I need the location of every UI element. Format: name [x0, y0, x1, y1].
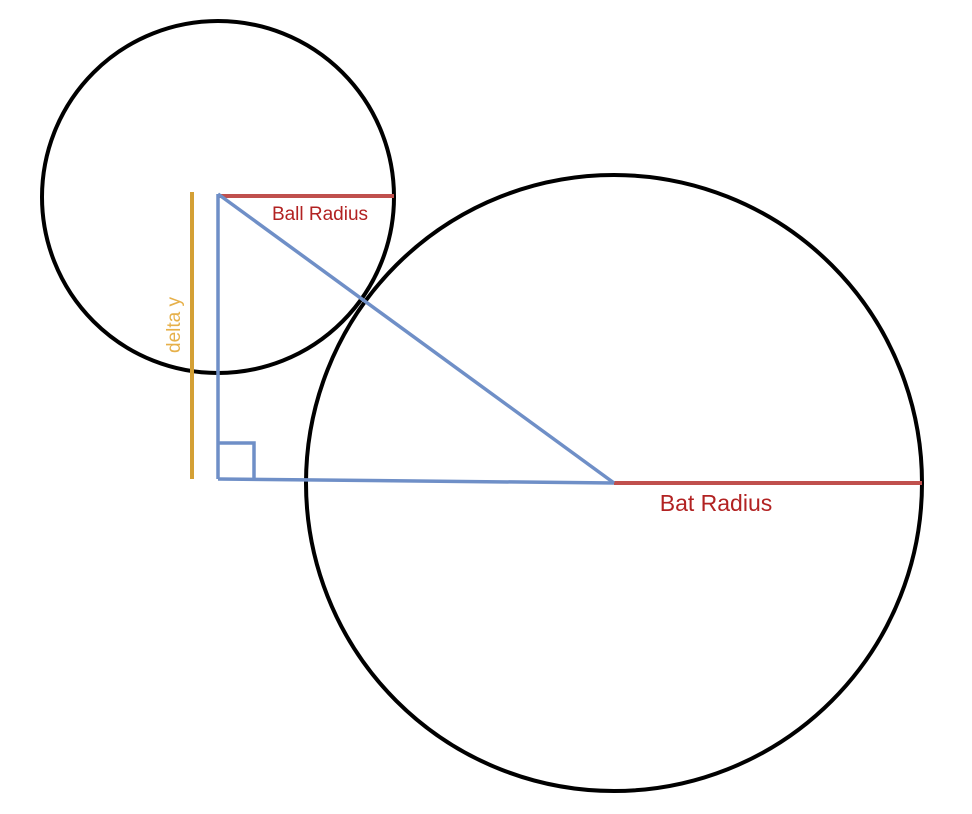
bat-radius-label: Bat Radius	[660, 490, 773, 516]
triangle-horizontal-leg	[217, 477, 615, 485]
right-angle-marker	[218, 441, 256, 479]
delta-y-label: delta y	[164, 297, 185, 353]
triangle-hypotenuse	[216, 192, 616, 485]
ball-radius-label: Ball Radius	[272, 204, 368, 225]
